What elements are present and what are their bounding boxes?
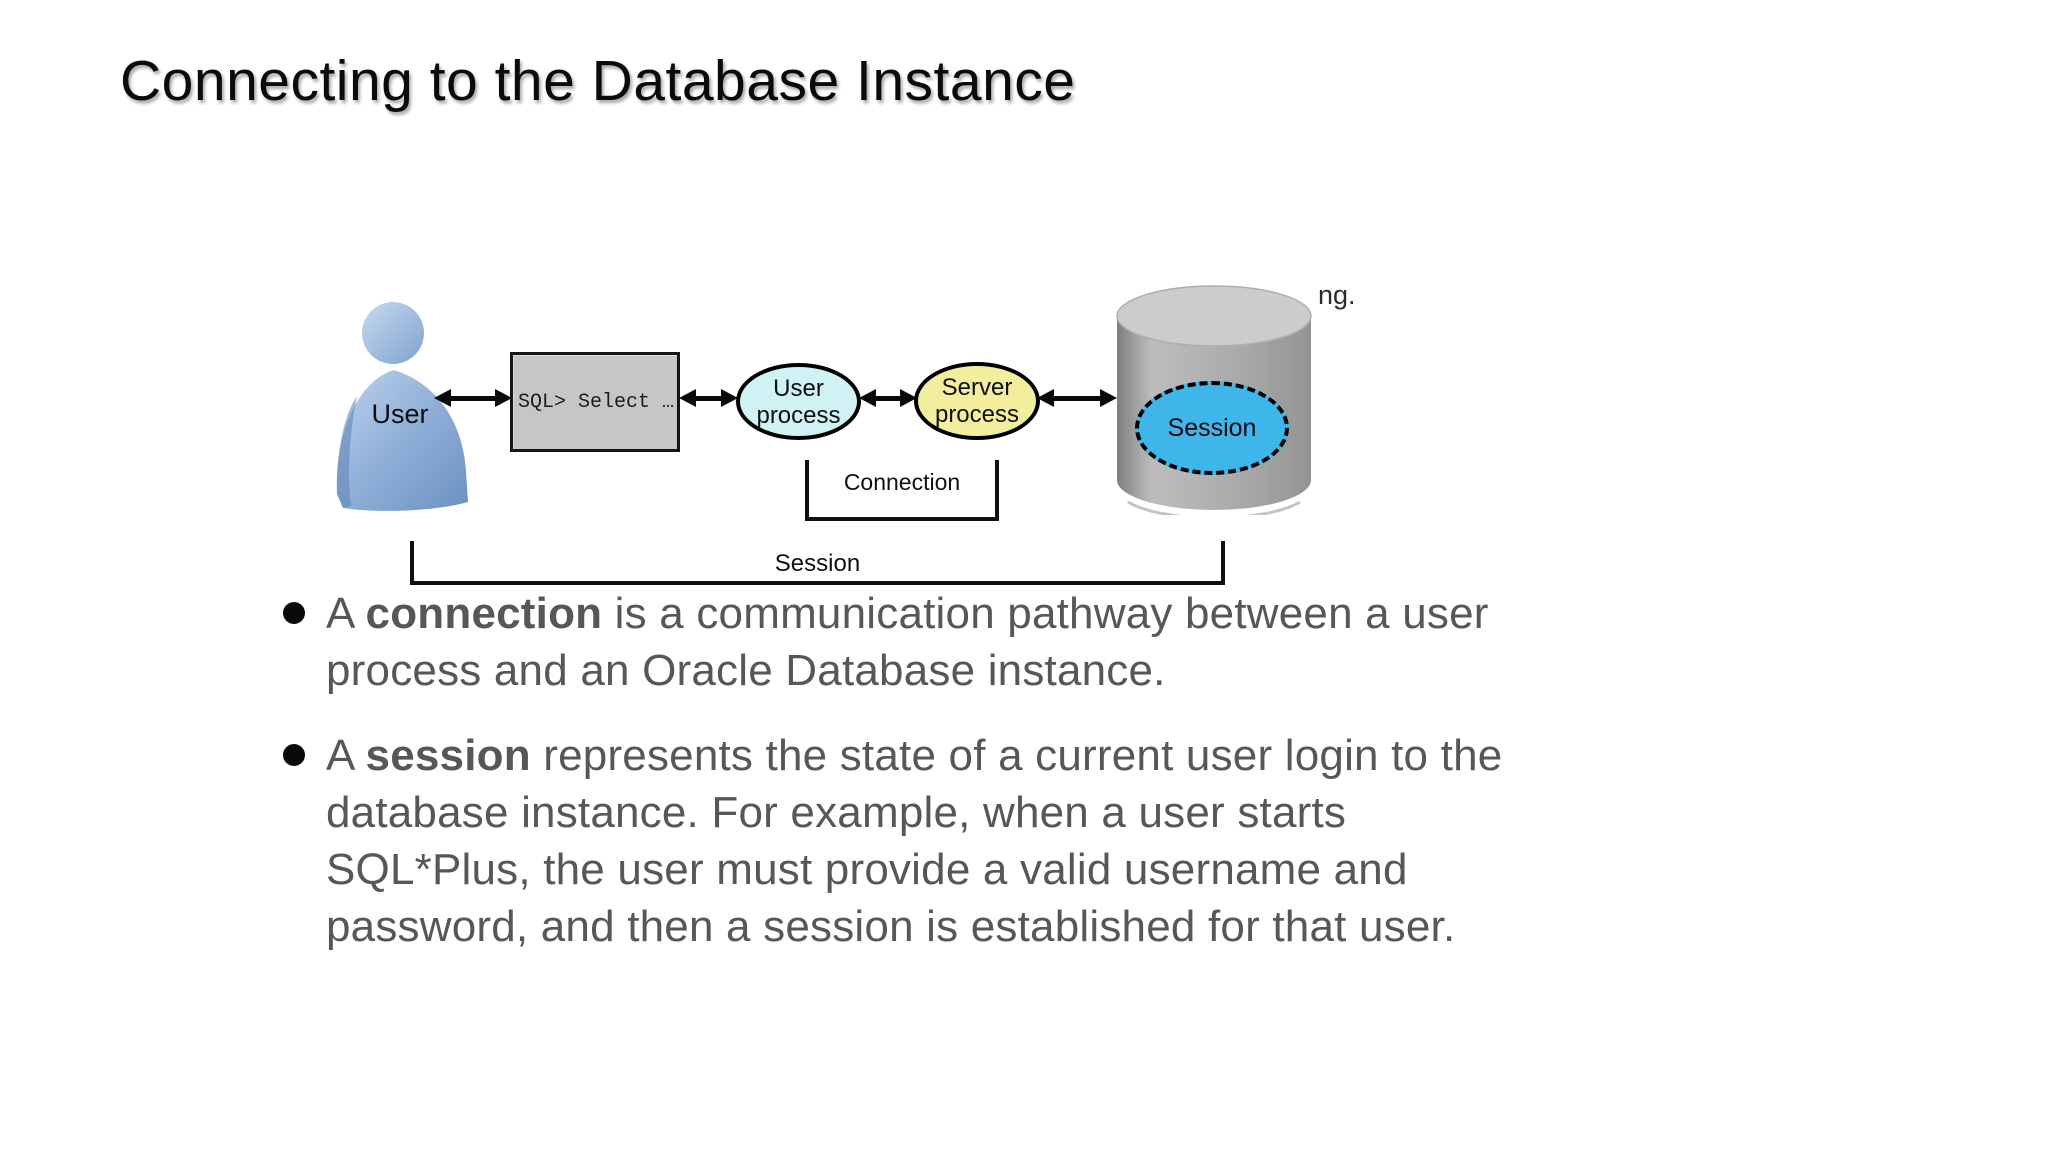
sql-prompt-text: SQL> Select … <box>518 390 675 414</box>
diagram: User SQL> Select … User process Server p… <box>336 280 1356 585</box>
user-label: User <box>371 399 429 429</box>
cropped-text-fragment: ng. <box>1318 280 1356 310</box>
arrow-sqlbox-userprocess <box>679 389 738 407</box>
server-process-ellipse: Server process <box>914 362 1040 440</box>
session-db-label: Session <box>1167 413 1257 442</box>
bullet-text: A session represents the state of a curr… <box>326 731 1503 951</box>
bullet-list: A connection is a communication pathway … <box>283 585 1723 983</box>
connection-bracket: Connection <box>805 460 999 521</box>
session-bracket: Session <box>410 541 1225 585</box>
session-bracket-label: Session <box>774 550 861 577</box>
page-title: Connecting to the Database Instance <box>120 49 1076 113</box>
user-process-ellipse: User process <box>736 363 861 440</box>
server-process-label-line2: process <box>934 401 1020 428</box>
arrow-serverprocess-database <box>1037 389 1117 407</box>
bullet-text: A connection is a communication pathway … <box>326 589 1489 695</box>
bullet-item: A connection is a communication pathway … <box>283 585 1723 699</box>
arrow-userprocess-serverprocess <box>859 389 917 407</box>
connection-bracket-label: Connection <box>843 469 961 495</box>
bullet-item: A session represents the state of a curr… <box>283 727 1723 955</box>
bullet-dot-icon <box>283 744 305 766</box>
server-process-label-line1: Server <box>941 374 1013 401</box>
arrow-user-sqlbox <box>434 389 512 407</box>
bullet-dot-icon <box>283 602 305 624</box>
user-process-label-line2: process <box>756 401 841 429</box>
user-process-label-line1: User <box>773 374 824 402</box>
sql-terminal-box: SQL> Select … <box>510 352 680 452</box>
session-ellipse: Session <box>1135 381 1289 475</box>
